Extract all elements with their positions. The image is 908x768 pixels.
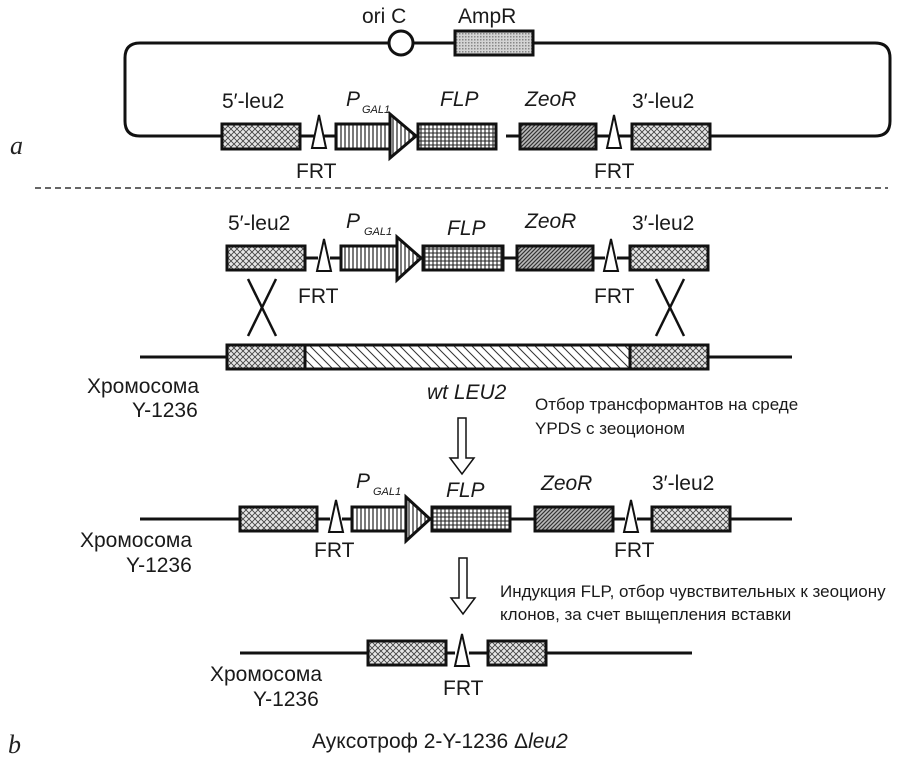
zeor-label: ZeoR (540, 472, 592, 495)
frt-label: FRT (594, 160, 635, 183)
promoter-arrow-icon (395, 233, 424, 284)
flp-gene (430, 505, 512, 533)
step2-note-line2: клонов, за счет выщепления вставки (500, 605, 791, 624)
left-arm-5-leu2 (225, 244, 307, 272)
frt-site-icon (310, 114, 328, 149)
zeor-label: ZeoR (524, 88, 576, 111)
ori-label: ori C (362, 5, 406, 28)
frt-label: FRT (314, 539, 355, 562)
promoter-arrow-icon (388, 110, 419, 162)
step1-note-line2: YPDS с зеоционом (535, 419, 685, 438)
panel-label-b: b (8, 730, 21, 759)
pgal1-promoter (339, 244, 399, 272)
plasmid-backbone-left (123, 41, 390, 138)
strain-label: Y-1236 (132, 399, 198, 422)
frt-site-icon (602, 238, 620, 272)
flp-label: FLP (447, 217, 486, 240)
chromosome-label: Хромосома (210, 663, 322, 686)
leu2-5-region (238, 505, 319, 533)
frt-site-icon (315, 238, 333, 272)
leu2-3-region (628, 343, 710, 371)
right-arm-label: 3′-leu2 (632, 90, 694, 113)
promoter-sub-label: GAL1 (362, 104, 390, 116)
left-arm-label: 5′-leu2 (228, 212, 290, 235)
frt-site-icon (605, 114, 623, 149)
leu2-5-region (366, 639, 448, 667)
promoter-sub-label: GAL1 (373, 486, 401, 498)
flp-gene (421, 244, 505, 272)
frt-label: FRT (296, 160, 337, 183)
frt-label: FRT (594, 285, 635, 308)
step2-note-line1: Индукция FLP, отбор чувствительных к зео… (500, 582, 886, 601)
wt-leu2-label: wt LEU2 (427, 381, 507, 404)
promoter-label: P (346, 210, 360, 233)
right-arm-label: 3′-leu2 (632, 212, 694, 235)
frt-label: FRT (298, 285, 339, 308)
strain-label: Y-1236 (253, 688, 319, 711)
right-arm-3-leu2 (628, 244, 710, 272)
promoter-sub-label: GAL1 (364, 226, 392, 238)
crossover-right-icon (654, 278, 686, 337)
chromosome-wt: Хромосома Y-1236 wt LEU2 (87, 343, 792, 422)
panel-label-a: a (10, 131, 23, 160)
right-arm-label: 3′-leu2 (652, 472, 714, 495)
pgal1-promoter (334, 122, 392, 151)
ori-icon (387, 29, 415, 57)
linear-construct: 5′-leu2 FRT P GAL1 FLP ZeoR FRT 3′-leu2 (225, 210, 710, 308)
step1-note-line1: Отбор трансформантов на среде (535, 395, 798, 414)
promoter-arrow-icon (404, 493, 433, 545)
left-arm-label: 5′-leu2 (222, 90, 284, 113)
plasmid-map: ori C AmpR 5′-leu2 FRT P GAL1 FLP ZeoR F… (123, 5, 892, 183)
ampr-gene (453, 29, 535, 57)
ampr-label: AmpR (458, 5, 516, 28)
plasmid-backbone-right (412, 41, 892, 138)
crossover-left-icon (246, 278, 278, 337)
pgal1-promoter (350, 505, 408, 533)
wt-leu2-gene (303, 343, 632, 371)
leu2-3-region (486, 639, 548, 667)
zeor-gene (515, 244, 595, 272)
right-arm-3-leu2 (630, 122, 712, 151)
result-prefix: Ауксотроф 2-Y-1236 (312, 730, 514, 753)
left-arm-5-leu2 (220, 122, 302, 151)
down-arrow-icon (448, 417, 476, 476)
strain-label: Y-1236 (126, 554, 192, 577)
flp-label: FLP (446, 479, 485, 502)
frt-site-icon (327, 499, 345, 533)
leu2-5-region (225, 343, 307, 371)
chromosome-excised: FRT Хромосома Y-1236 (210, 633, 692, 711)
chromosome-label: Хромосома (87, 375, 199, 398)
flp-gene (416, 122, 498, 151)
right-arm-3-leu2 (650, 505, 732, 533)
frt-site-icon (453, 633, 471, 667)
frt-label: FRT (614, 539, 655, 562)
promoter-label: P (346, 88, 360, 111)
delta-symbol: Δ (514, 730, 528, 753)
frt-label: FRT (443, 677, 484, 700)
promoter-label: P (356, 470, 370, 493)
chromosome-integrated: FRT P GAL1 FLP ZeoR FRT 3′-leu2 Хромосом… (80, 470, 792, 577)
frt-site-icon (622, 499, 640, 533)
result-label: Ауксотроф 2-Y-1236 Δleu2 (312, 730, 568, 753)
zeor-gene (518, 122, 598, 151)
chromosome-label: Хромосома (80, 529, 192, 552)
down-arrow-icon (449, 557, 477, 616)
zeor-label: ZeoR (524, 210, 576, 233)
zeor-gene (533, 505, 615, 533)
result-gene: leu2 (528, 730, 568, 753)
flp-label: FLP (440, 88, 479, 111)
